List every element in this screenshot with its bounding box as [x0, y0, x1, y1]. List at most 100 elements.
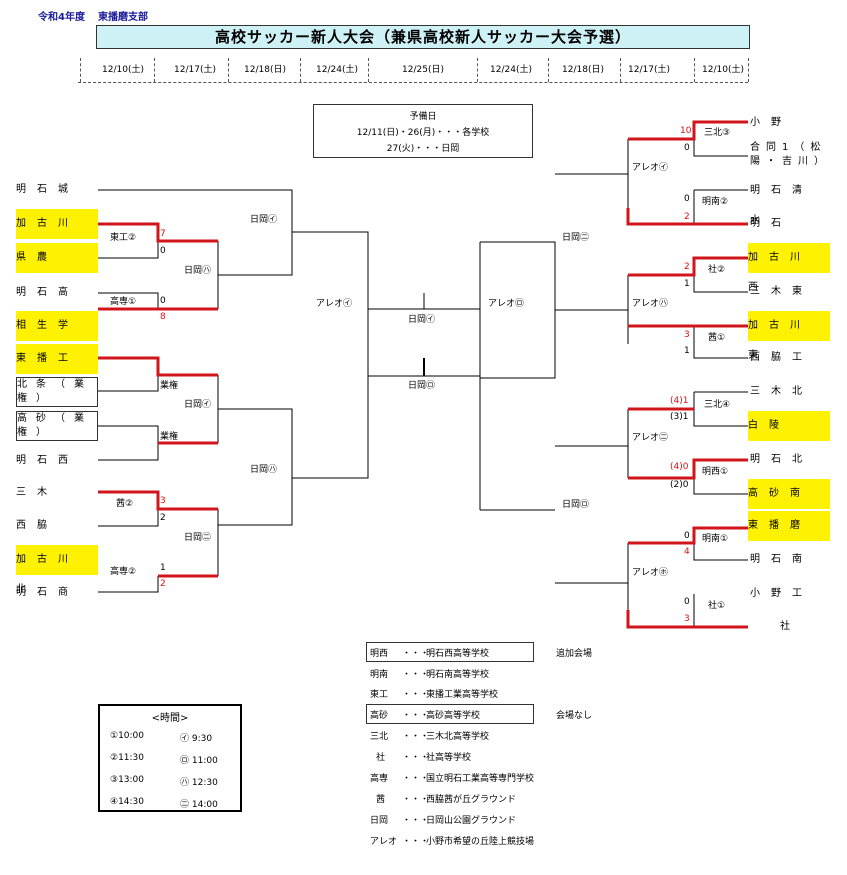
team-right-8: 西脇工	[750, 352, 813, 363]
venue-left-12: アレオ㋑	[316, 299, 353, 309]
team-left-12: 加古川北	[16, 545, 98, 595]
team-left-1: 明石城西	[16, 184, 79, 225]
team-left-9: 明石西	[16, 455, 79, 466]
legend-dots-2: ・・・	[402, 670, 430, 680]
score-right-11: (4)0	[670, 462, 689, 472]
reserve-day-box: 予備日 12/11(日)・26(月)・・・各学校 27(火)・・・日岡	[313, 104, 533, 158]
team-right-4: 明石	[750, 218, 792, 229]
time-2: ②11:30	[110, 753, 145, 763]
team-left-10: 三木	[16, 487, 58, 498]
legend-dots-8: ・・・	[402, 795, 430, 805]
fiscal-year: 令和4年度	[38, 12, 85, 23]
legend-note-1: 追加会場	[556, 649, 593, 659]
legend-dots-9: ・・・	[402, 816, 430, 826]
team-right-12: 高砂南	[748, 479, 830, 509]
date-col-2: 12/17(土)	[174, 65, 216, 75]
venue-left-1: 東工②	[110, 233, 137, 243]
date-col-7: 12/18(日)	[562, 65, 604, 75]
legend-abbr-5: 三北	[370, 732, 389, 742]
legend-dots-10: ・・・	[402, 837, 430, 847]
time-d: ㊁ 14:00	[180, 800, 218, 810]
venue-center-1: 日岡㋑	[408, 315, 436, 325]
venue-right-10: アレオ㊁	[632, 433, 669, 443]
venue-right-6: アレオ㋩	[632, 299, 669, 309]
venue-right-12: 日岡㋺	[562, 500, 590, 510]
score-right-13: 0	[684, 531, 690, 541]
venue-right-3: 明南②	[702, 197, 729, 207]
legend-desc-7: 国立明石工業高等専門学校	[426, 774, 535, 784]
team-right-3: 明石清水	[750, 185, 813, 226]
score-left-5: 3	[160, 496, 166, 506]
score-right-6: 1	[684, 279, 690, 289]
reserve-title: 予備日	[409, 112, 437, 122]
team-right-5: 加古川西	[748, 243, 830, 293]
venue-left-4: 高専①	[110, 297, 137, 307]
legend-dots-1: ・・・	[402, 649, 430, 659]
venue-left-5: 業権	[160, 381, 179, 391]
legend-note-4: 会場なし	[556, 711, 593, 721]
team-left-13: 明石商	[16, 587, 79, 598]
score-right-15: 0	[684, 597, 690, 607]
team-right-10: 白陵	[748, 411, 830, 441]
score-right-1: 10	[680, 126, 692, 136]
branch-name: 東播磨支部	[98, 12, 148, 23]
date-col-8: 12/17(土)	[628, 65, 670, 75]
legend-abbr-8: 茜	[376, 795, 386, 805]
team-left-7: 北条（業権）	[16, 377, 98, 407]
venue-left-7: 業権	[160, 432, 179, 442]
score-left-3: 0	[160, 296, 166, 306]
legend-desc-1: 明石西高等学校	[426, 649, 490, 659]
venue-right-7: 茜①	[708, 333, 726, 343]
legend-abbr-6: 社	[376, 753, 386, 763]
venue-right-14: アレオ㋭	[632, 568, 669, 578]
reserve-line-1: 12/11(日)・26(月)・・・各学校	[356, 128, 490, 138]
legend-dots-5: ・・・	[402, 732, 430, 742]
legend-desc-8: 西脇茜が丘グラウンド	[426, 795, 517, 805]
team-right-13: 東播磨	[748, 511, 830, 541]
score-left-1: 7	[160, 229, 166, 239]
score-right-4: 2	[684, 212, 690, 222]
legend-dots-7: ・・・	[402, 774, 430, 784]
venue-left-6: 日岡㋑	[184, 400, 212, 410]
team-right-16: 社	[780, 621, 801, 632]
venue-right-2: アレオ㋑	[632, 163, 669, 173]
date-col-9: 12/10(土)	[702, 65, 744, 75]
time-box-title: <時間>	[151, 713, 189, 724]
time-box: <時間> ①10:00 ㋑ 9:30 ②11:30 ㋺ 11:00 ③13:00…	[98, 704, 242, 812]
score-right-14: 4	[684, 547, 690, 557]
venue-left-8: 日岡㋩	[250, 465, 278, 475]
score-right-9: (4)1	[670, 396, 689, 406]
team-left-5: 相生学院	[16, 311, 98, 361]
venue-left-2: 日岡㋑	[250, 215, 278, 225]
legend-desc-10: 小野市希望の丘陸上競技場	[426, 837, 535, 847]
legend-desc-6: 社高等学校	[426, 753, 472, 763]
score-right-12: (2)0	[670, 480, 689, 490]
score-right-8: 1	[684, 346, 690, 356]
date-col-4: 12/24(土)	[316, 65, 358, 75]
venue-right-4: 日岡㊁	[562, 233, 590, 243]
time-1: ①10:00	[110, 731, 145, 741]
venue-right-15: 社①	[708, 601, 726, 611]
venue-left-9: 茜②	[116, 499, 134, 509]
team-left-11: 西脇	[16, 520, 58, 531]
time-3: ③13:00	[110, 775, 145, 785]
venue-right-9: 三北④	[704, 400, 731, 410]
date-col-6: 12/24(土)	[490, 65, 532, 75]
score-left-2: 0	[160, 246, 166, 256]
venue-right-11: 明西①	[702, 467, 729, 477]
legend-dots-4: ・・・	[402, 711, 430, 721]
score-right-10: (3)1	[670, 412, 689, 422]
date-col-3: 12/18(日)	[244, 65, 286, 75]
legend-desc-9: 日岡山公園グラウンド	[426, 816, 517, 826]
score-left-6: 2	[160, 513, 166, 523]
team-right-6: 三木東	[750, 286, 813, 297]
legend-desc-3: 東播工業高等学校	[426, 690, 499, 700]
venue-center-2: 日岡㋺	[408, 381, 436, 391]
team-right-7: 加古川東	[748, 311, 830, 361]
date-col-1: 12/10(土)	[102, 65, 144, 75]
legend-abbr-2: 明南	[370, 670, 389, 680]
team-left-4: 明石高専	[16, 287, 79, 328]
time-a: ㋑ 9:30	[180, 734, 213, 744]
score-right-3: 0	[684, 194, 690, 204]
team-left-8: 高砂（業権）	[16, 411, 98, 441]
